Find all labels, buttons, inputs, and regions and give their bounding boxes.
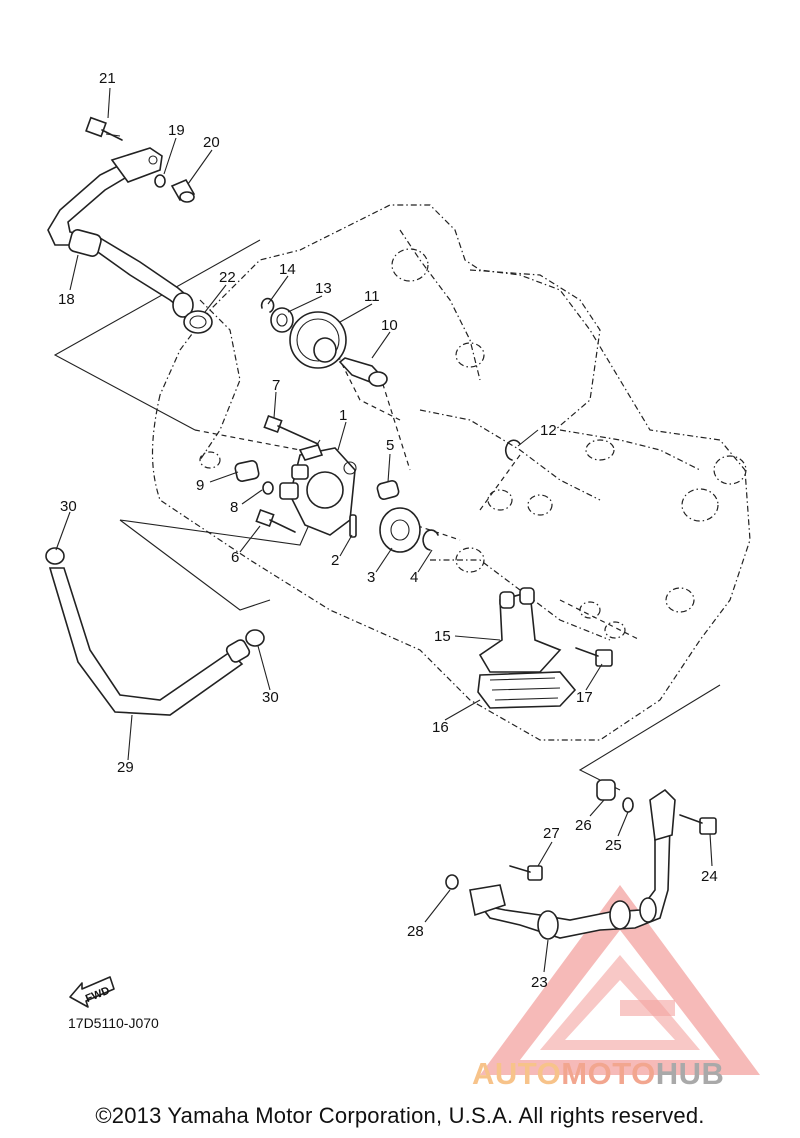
pin-2 <box>349 514 357 538</box>
callout-19: 19 <box>168 122 185 139</box>
bolt-17 <box>575 647 613 667</box>
callout-1: 1 <box>339 407 347 424</box>
o-ring-28 <box>445 874 459 890</box>
collar-26 <box>596 779 616 801</box>
callout-21: 21 <box>99 70 116 87</box>
callout-11: 11 <box>364 288 380 305</box>
callout-5: 5 <box>386 437 394 454</box>
forward-arrow-icon: FWD <box>69 976 115 1008</box>
callout-26: 26 <box>575 817 592 834</box>
callout-3: 3 <box>367 569 375 586</box>
callout-15: 15 <box>434 628 451 645</box>
collar-5 <box>376 480 400 500</box>
callout-30-lower: 30 <box>262 689 279 706</box>
circlip-4 <box>422 529 439 551</box>
oil-hose-29 <box>48 567 251 716</box>
circlip-14 <box>260 297 275 313</box>
watermark-part-auto: AUTO <box>472 1056 562 1091</box>
engine-case <box>151 204 751 741</box>
diagram-code: 17D5110-J070 <box>68 1015 159 1031</box>
callout-16: 16 <box>432 719 449 736</box>
rotor-3 <box>379 507 421 553</box>
callout-30-upper: 30 <box>60 498 77 515</box>
callout-9: 9 <box>196 477 204 494</box>
callout-labels: 1 2 3 4 5 6 7 8 9 10 11 12 13 14 15 16 1… <box>58 70 718 991</box>
circlip-12 <box>504 439 521 461</box>
clamp-22 <box>183 310 213 334</box>
o-ring-25 <box>622 797 634 813</box>
o-ring-19 <box>154 174 166 188</box>
callout-23: 23 <box>531 974 548 991</box>
callout-12: 12 <box>540 422 557 439</box>
collar-20 <box>170 178 196 203</box>
bolt-6 <box>255 508 296 533</box>
clamp-30-upper <box>45 547 65 565</box>
gear-11 <box>289 311 347 369</box>
bolt-21 <box>85 116 123 141</box>
oil-pump-assy-1 <box>279 439 357 536</box>
callout-28: 28 <box>407 923 424 940</box>
strainer-15 <box>478 587 562 673</box>
clamp-30-lower <box>245 629 265 647</box>
breather-pipe-18 <box>47 147 194 318</box>
oil-pipe-23 <box>469 788 676 940</box>
callout-22: 22 <box>219 269 236 286</box>
callout-29: 29 <box>117 759 134 776</box>
callout-13: 13 <box>315 280 332 297</box>
watermark-part-moto: MOTO <box>561 1056 656 1091</box>
watermark-text: AUTOMOTOHUB <box>472 1056 724 1092</box>
watermark-part-hub: HUB <box>655 1056 725 1091</box>
callout-7: 7 <box>272 377 280 394</box>
callout-20: 20 <box>203 134 220 151</box>
callout-leaders <box>55 87 713 973</box>
callout-17: 17 <box>576 689 593 706</box>
callout-4: 4 <box>410 569 418 586</box>
washer-13 <box>270 307 294 333</box>
callout-14: 14 <box>279 261 296 278</box>
callout-25: 25 <box>605 837 622 854</box>
strainer-16 <box>477 671 577 709</box>
bolt-24 <box>679 814 717 835</box>
callout-8: 8 <box>230 499 238 516</box>
o-ring-8 <box>262 481 274 495</box>
callout-27: 27 <box>543 825 560 842</box>
callout-10: 10 <box>381 317 398 334</box>
automotohub-logo <box>480 885 760 1075</box>
collar-9 <box>234 460 260 482</box>
shaft-10 <box>338 357 388 387</box>
callout-2: 2 <box>331 552 339 569</box>
copyright-footer: ©2013 Yamaha Motor Corporation, U.S.A. A… <box>95 1103 705 1128</box>
callout-24: 24 <box>701 868 718 885</box>
callout-6: 6 <box>231 549 239 566</box>
bolt-27 <box>509 865 543 881</box>
callout-18: 18 <box>58 291 75 308</box>
bolt-7 <box>263 414 319 445</box>
